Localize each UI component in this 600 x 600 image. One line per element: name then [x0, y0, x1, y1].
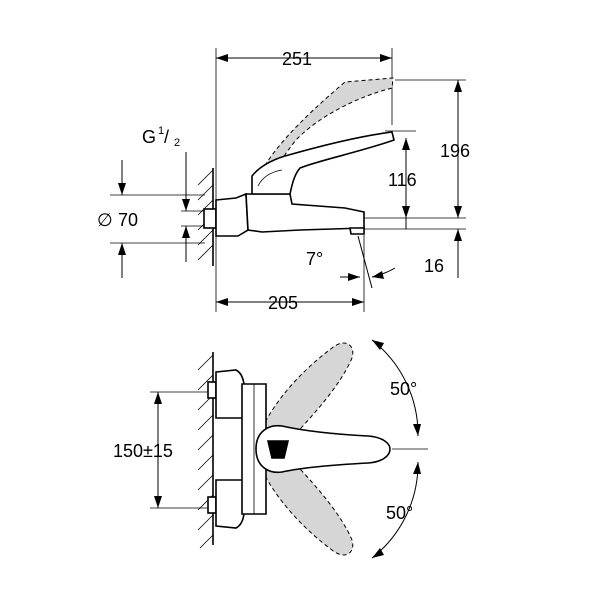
- thread-sub-label: 2: [174, 137, 180, 149]
- top-view: 150±15 50° 50°: [113, 339, 428, 559]
- lever-handle-top: [255, 424, 391, 474]
- dimension-251-label: 251: [282, 49, 312, 69]
- angle-7-label: 7°: [306, 249, 323, 269]
- angle-7-degrees: 7°: [306, 235, 396, 289]
- dimension-116: 116: [388, 138, 417, 218]
- dimension-150: 150±15: [113, 391, 210, 509]
- thread-sup-label: 1: [158, 125, 164, 137]
- diameter-symbol: ∅: [97, 210, 113, 230]
- lever-cap-icon: [266, 440, 290, 459]
- lever-rotated-up: [261, 342, 354, 441]
- faucet-body-top: [207, 369, 267, 529]
- dimension-diameter-70: ∅ 70: [97, 160, 138, 278]
- thread-g-label: G: [142, 127, 156, 147]
- faucet-body-side: [203, 131, 395, 237]
- angle-50-bottom: 50°: [371, 461, 421, 559]
- side-view: 251 205 196 116 16: [97, 48, 470, 313]
- angle-50-bottom-label: 50°: [386, 503, 413, 523]
- lever-rotated-down: [261, 457, 354, 556]
- dimension-196: 196: [440, 80, 470, 218]
- angle-50-top-label: 50°: [390, 379, 417, 399]
- lever-handle-side: [251, 131, 395, 195]
- dimension-16: 16: [405, 218, 462, 278]
- dimension-205: 205: [216, 293, 364, 313]
- thread-slash: /: [164, 127, 169, 147]
- dimension-16-label: 16: [424, 256, 444, 276]
- angle-50-top: 50°: [371, 339, 421, 437]
- dimension-205-label: 205: [268, 293, 298, 313]
- dimension-116-label: 116: [388, 170, 417, 190]
- dimension-thread: G 1 / 2: [142, 125, 190, 262]
- dimension-251: 251: [216, 49, 392, 69]
- diameter-70-label: 70: [118, 210, 138, 230]
- dimension-196-label: 196: [440, 141, 470, 161]
- dimension-150-label: 150±15: [113, 441, 173, 461]
- extension-lines-side: [110, 48, 466, 312]
